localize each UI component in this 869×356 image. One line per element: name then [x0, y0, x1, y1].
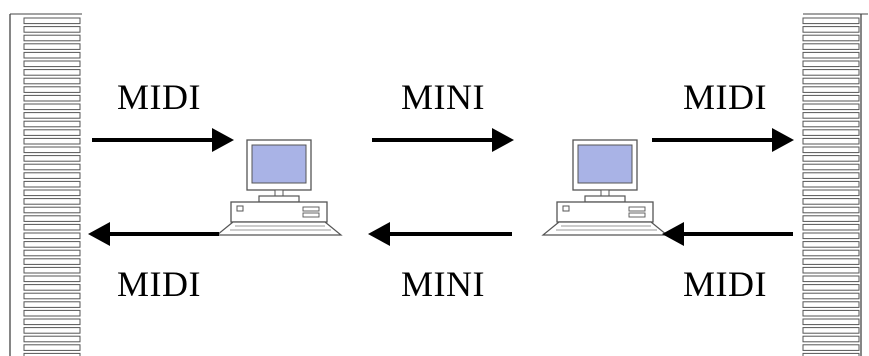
label-top-middle: MINI: [401, 77, 485, 117]
label-top-left: MIDI: [117, 77, 201, 117]
piano-key: [802, 352, 860, 356]
piano-key: [802, 103, 860, 111]
piano-key: [23, 43, 81, 50]
piano-key: [802, 155, 860, 162]
piano-key: [23, 172, 81, 179]
piano-key: [23, 223, 81, 231]
piano-key: [23, 318, 81, 326]
piano-key: [802, 327, 860, 334]
piano-key: [802, 120, 860, 128]
piano-key: [23, 241, 81, 248]
arrow-left-icon: [368, 222, 512, 246]
piano-key: [802, 34, 860, 42]
piano-key: [802, 17, 860, 25]
piano-key: [23, 301, 81, 308]
piano-key: [23, 180, 81, 188]
piano-key: [23, 292, 81, 300]
piano-key: [23, 69, 81, 76]
piano-key: [23, 103, 81, 111]
piano-key: [802, 206, 860, 214]
label-top-right: MIDI: [683, 77, 767, 117]
piano-key: [802, 232, 860, 240]
piano-key: [23, 275, 81, 283]
piano-key: [23, 94, 81, 102]
piano-key: [23, 327, 81, 334]
piano-key: [802, 223, 860, 231]
piano-key: [802, 69, 860, 76]
piano-key: [802, 335, 860, 343]
piano-key: [23, 112, 81, 119]
piano-key: [802, 60, 860, 68]
piano-key: [23, 232, 81, 240]
piano-key: [802, 249, 860, 257]
label-bottom-middle: MINI: [401, 264, 485, 304]
arrow-left-icon: [662, 222, 793, 246]
piano-key: [802, 215, 860, 222]
piano-key: [802, 275, 860, 283]
piano-key: [802, 86, 860, 93]
piano-key: [23, 146, 81, 154]
piano-key: [802, 26, 860, 33]
arrow-left-icon: [88, 222, 219, 246]
right-piano-keyboard-icon: [802, 13, 868, 356]
label-bottom-left: MIDI: [117, 264, 201, 304]
piano-key: [802, 94, 860, 102]
label-bottom-right: MIDI: [683, 264, 767, 304]
piano-key: [802, 258, 860, 265]
piano-key: [23, 258, 81, 265]
piano-key: [802, 266, 860, 274]
left-computer-icon: [216, 139, 342, 236]
piano-key: [23, 215, 81, 222]
piano-key: [23, 284, 81, 291]
piano-key: [802, 43, 860, 50]
piano-key: [802, 146, 860, 154]
piano-key: [23, 344, 81, 351]
piano-key: [23, 120, 81, 128]
piano-key: [23, 206, 81, 214]
piano-key: [802, 301, 860, 308]
piano-key: [23, 189, 81, 197]
arrow-right-icon: [92, 128, 234, 152]
piano-key: [23, 26, 81, 33]
piano-key: [802, 309, 860, 317]
piano-key: [802, 198, 860, 205]
piano-key: [23, 335, 81, 343]
piano-key: [802, 163, 860, 171]
piano-key: [802, 284, 860, 291]
piano-key: [23, 352, 81, 356]
piano-key: [23, 155, 81, 162]
piano-key: [23, 309, 81, 317]
piano-key: [802, 344, 860, 351]
piano-key: [802, 189, 860, 197]
piano-key: [23, 163, 81, 171]
piano-key: [23, 17, 81, 25]
piano-key: [23, 51, 81, 59]
piano-key: [23, 249, 81, 257]
piano-key: [802, 77, 860, 85]
piano-key: [23, 137, 81, 145]
piano-key: [802, 180, 860, 188]
piano-key: [23, 266, 81, 274]
piano-key: [23, 86, 81, 93]
piano-key: [23, 198, 81, 205]
piano-key: [802, 129, 860, 136]
arrow-right-icon: [652, 128, 794, 152]
piano-key: [802, 292, 860, 300]
piano-key: [802, 112, 860, 119]
arrow-right-icon: [372, 128, 514, 152]
piano-key: [802, 137, 860, 145]
piano-key: [802, 51, 860, 59]
piano-key: [802, 241, 860, 248]
piano-key: [23, 77, 81, 85]
piano-key: [23, 60, 81, 68]
piano-key: [23, 34, 81, 42]
piano-key: [802, 172, 860, 179]
right-computer-icon: [542, 139, 668, 236]
piano-key: [23, 129, 81, 136]
piano-key: [802, 318, 860, 326]
left-piano-keyboard-icon: [9, 13, 82, 356]
